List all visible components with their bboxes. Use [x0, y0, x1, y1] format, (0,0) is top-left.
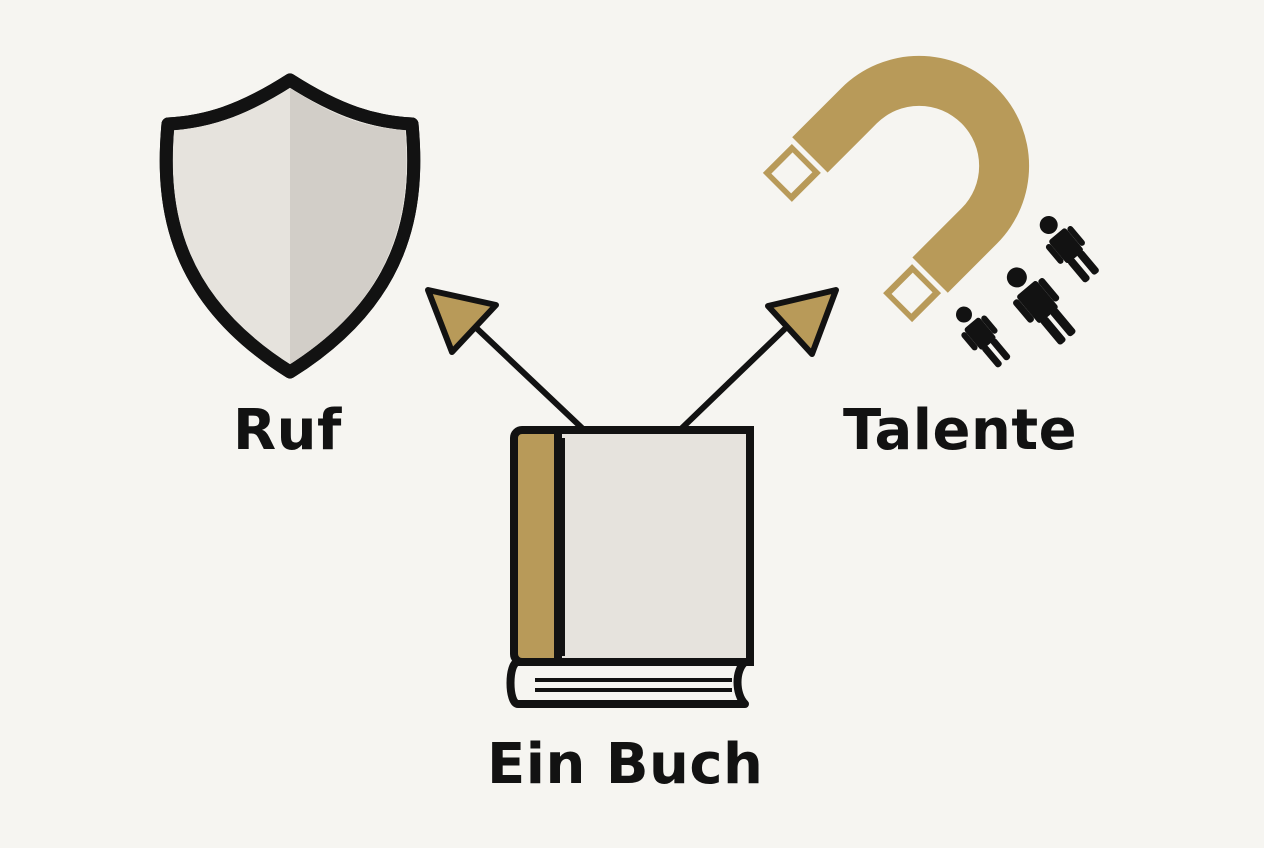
- shield-icon: [159, 73, 421, 379]
- person-icon: [1039, 216, 1099, 283]
- person-icon: [956, 306, 1011, 368]
- arrow-to-talent: [679, 287, 839, 431]
- magnet-attracting-people-icon: [755, 55, 1099, 368]
- label-book: Ein Buch: [487, 732, 764, 797]
- person-icon: [1006, 267, 1076, 345]
- book-icon: [506, 426, 754, 708]
- label-reputation: Ruf: [233, 398, 342, 463]
- label-talent: Talente: [843, 398, 1078, 463]
- arrow-to-reputation: [425, 287, 585, 431]
